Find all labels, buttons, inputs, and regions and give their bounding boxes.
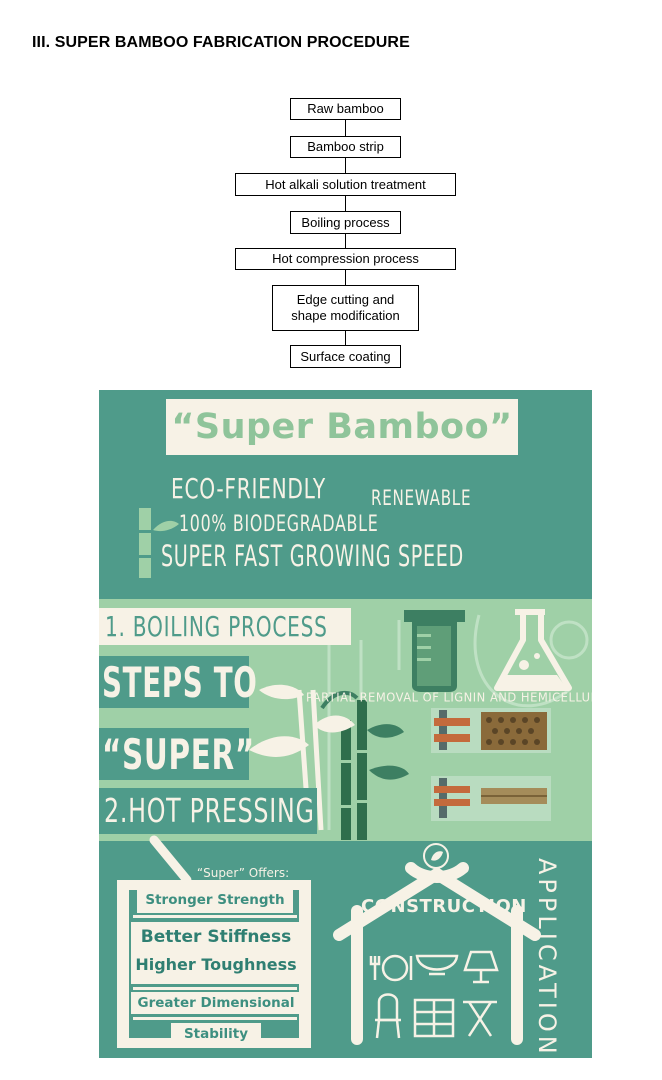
prop-biodegradable: 100% BIODEGRADABLE xyxy=(179,512,379,537)
flow-step-hot-alkali: Hot alkali solution treatment xyxy=(235,173,456,196)
flow-step-label: Boiling process xyxy=(301,214,390,230)
bowl-icon xyxy=(415,954,459,976)
flow-step-raw-bamboo: Raw bamboo xyxy=(290,98,401,120)
applications-label: APPLICATIONS xyxy=(533,858,561,1058)
fabrication-flowchart: Raw bamboo Bamboo strip Hot alkali solut… xyxy=(0,0,662,380)
super-text: “SUPER” xyxy=(102,730,255,779)
step-boiling: 1. BOILING PROCESS xyxy=(105,610,328,643)
flow-step-bamboo-strip: Bamboo strip xyxy=(290,136,401,158)
offer-stability: Stability xyxy=(171,1023,261,1045)
flow-step-label: Hot compression process xyxy=(272,251,419,266)
offer-better-stiffness: Better Stiffness xyxy=(140,927,292,947)
super-bamboo-infographic: “Super Bamboo” ECO-FRIENDLY RENEWABLE 10… xyxy=(99,390,592,1058)
flow-step-edge-cutting: Edge cutting and shape modification xyxy=(272,285,419,331)
flow-connector xyxy=(345,195,346,212)
construction-frame xyxy=(333,862,541,1045)
prop-growth: SUPER FAST GROWING SPEED xyxy=(161,539,464,573)
flow-step-label: Surface coating xyxy=(300,348,391,364)
flow-connector xyxy=(345,330,346,346)
page-heading: III. SUPER BAMBOO FABRICATION PROCEDURE xyxy=(32,34,410,51)
flow-step-label: Raw bamboo xyxy=(307,101,384,116)
flow-step-label: shape modification xyxy=(291,308,400,323)
lignin-note: PARTIAL REMOVAL OF LIGNIN AND HEMICELLUL… xyxy=(306,689,592,705)
offers-heading: “Super” Offers: xyxy=(196,866,290,880)
flow-connector xyxy=(345,233,346,249)
super-plaque xyxy=(99,728,249,780)
steps-to-text: STEPS TO xyxy=(102,658,258,707)
flow-step-hot-compression: Hot compression process xyxy=(235,248,456,270)
press-diagram xyxy=(431,708,551,821)
chair-icon xyxy=(375,993,401,1039)
flow-connector xyxy=(345,157,346,174)
flow-step-label: Hot alkali solution treatment xyxy=(265,176,426,192)
step-boiling-plaque xyxy=(99,608,351,645)
hot-pressing-plaque xyxy=(99,788,317,834)
cutlery-plate-icon xyxy=(369,954,413,982)
cabinet-icon xyxy=(413,998,455,1038)
flow-step-boiling: Boiling process xyxy=(290,211,401,234)
flask-icon xyxy=(494,609,572,691)
table-icon xyxy=(463,1000,497,1037)
offer-greater-dimensional: Greater Dimensional xyxy=(131,992,301,1014)
steps-to-plaque xyxy=(99,656,249,708)
bamboo-icon xyxy=(137,508,179,578)
construction-label: CONSTRUCTION xyxy=(361,896,527,917)
offer-stronger-strength: Stronger Strength xyxy=(137,887,293,913)
flow-connector xyxy=(345,119,346,137)
offer-higher-toughness: Higher Toughness xyxy=(135,955,297,974)
poster-title: “Super Bamboo” xyxy=(166,399,518,455)
step-hot-pressing: 2.HOT PRESSING xyxy=(104,791,315,830)
beaker-icon xyxy=(404,610,465,692)
lamp-icon xyxy=(463,950,499,984)
prop-eco-friendly: ECO-FRIENDLY xyxy=(171,472,326,505)
offer-plaque xyxy=(131,922,301,984)
flow-step-label: Bamboo strip xyxy=(307,139,384,154)
application-icons xyxy=(369,950,499,1039)
flow-step-label: Edge cutting and xyxy=(296,292,395,307)
flow-step-surface-coating: Surface coating xyxy=(290,345,401,368)
bamboo-icon xyxy=(249,684,409,840)
prop-renewable: RENEWABLE xyxy=(371,486,472,510)
flow-connector xyxy=(345,269,346,286)
recycle-leaf-icon xyxy=(423,843,449,869)
